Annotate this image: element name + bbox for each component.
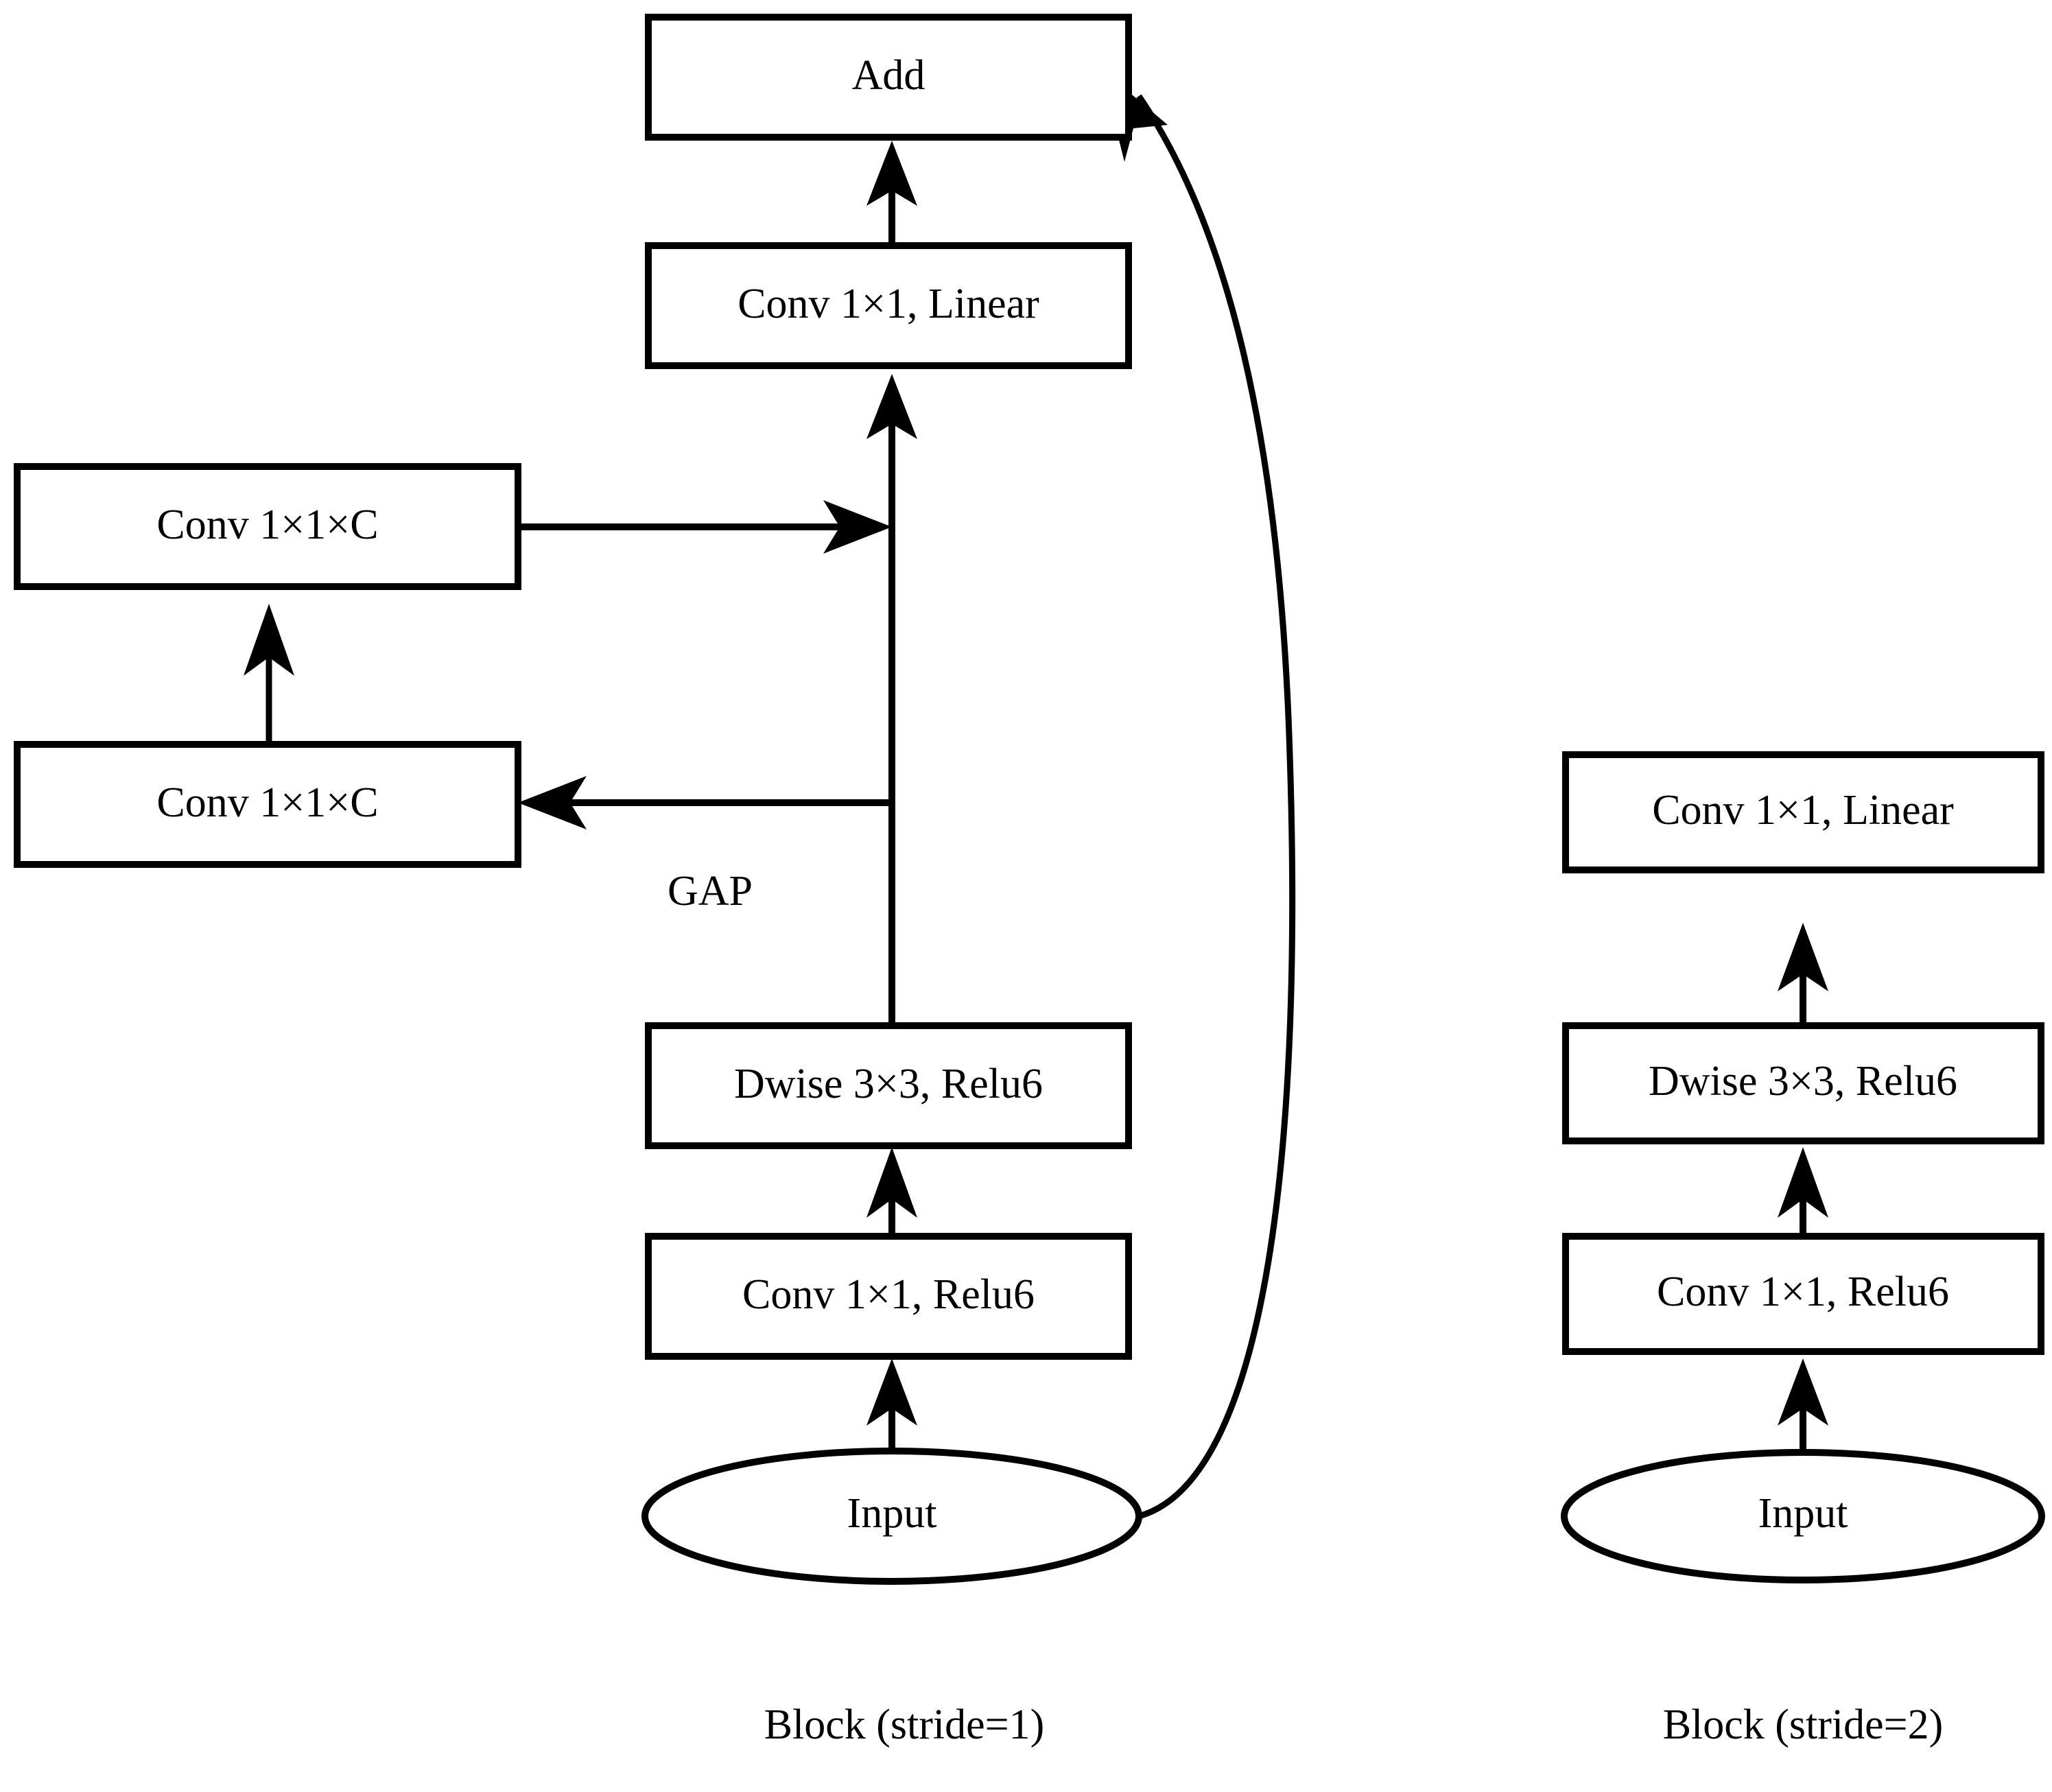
node-conv-linear-box: Conv 1×1, Linear (645, 242, 1132, 369)
node-input-label: Input (847, 1490, 937, 1537)
node-add-box: Add (645, 14, 1132, 141)
edge-r-input-to-convrelu (1778, 1358, 1828, 1453)
edge-convrelu-to-dwise (866, 1147, 917, 1235)
edge-convlinear-to-add (866, 141, 917, 244)
gap-label: GAP (668, 868, 753, 915)
node-r-dwise-box: Dwise 3×3, Relu6 (1562, 1022, 2044, 1144)
edge-se-top-to-spine (518, 500, 892, 554)
node-dwise-label: Dwise 3×3, Relu6 (734, 1061, 1043, 1107)
edge-r-convrelu-to-dwise (1778, 1147, 1828, 1235)
edge-dwise-to-conv-linear (866, 374, 917, 1029)
node-se-conv-top-box: Conv 1×1×C (14, 463, 521, 590)
node-r-conv-relu-box: Conv 1×1, Relu6 (1562, 1233, 2044, 1355)
node-conv-linear-label: Conv 1×1, Linear (738, 281, 1039, 327)
edge-spine-to-se-bottom (518, 776, 892, 829)
node-se-conv-top-label: Conv 1×1×C (156, 502, 378, 548)
caption-block-stride1: Block (stride=1) (764, 1701, 1045, 1748)
node-input-ellipse: Input (641, 1448, 1142, 1585)
node-r-dwise-label: Dwise 3×3, Relu6 (1649, 1058, 1957, 1105)
node-se-conv-bottom-label: Conv 1×1×C (156, 779, 378, 826)
node-r-input-label: Input (1758, 1490, 1848, 1537)
node-dwise-box: Dwise 3×3, Relu6 (645, 1022, 1132, 1149)
node-r-conv-linear-box: Conv 1×1, Linear (1562, 751, 2044, 873)
node-conv-relu-box: Conv 1×1, Relu6 (645, 1233, 1132, 1360)
node-add-label: Add (852, 52, 925, 99)
edge-se-bottom-to-top (244, 604, 294, 744)
node-se-conv-bottom-box: Conv 1×1×C (14, 741, 521, 868)
node-r-conv-linear-label: Conv 1×1, Linear (1652, 787, 1954, 834)
node-r-input-ellipse: Input (1561, 1449, 2045, 1583)
edge-r-dwise-to-convlinear (1778, 923, 1828, 1024)
edge-input-to-convrelu (866, 1358, 917, 1453)
caption-block-stride2: Block (stride=2) (1663, 1701, 1944, 1748)
node-conv-relu-label: Conv 1×1, Relu6 (742, 1271, 1035, 1318)
node-r-conv-relu-label: Conv 1×1, Relu6 (1657, 1269, 1949, 1315)
